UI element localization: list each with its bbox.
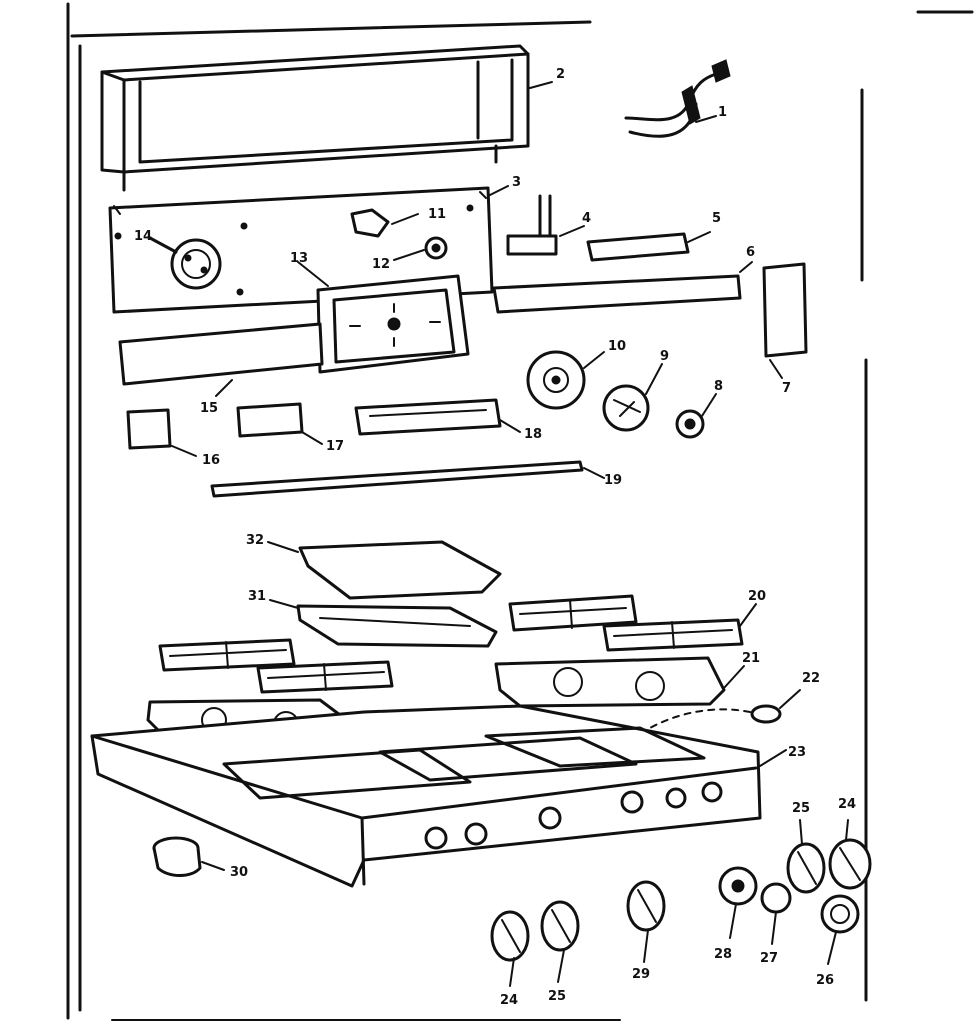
callout-15: 15 [200, 401, 218, 416]
part-8-knob [675, 393, 717, 439]
part-17-switch [236, 402, 323, 445]
callout-25-left: 25 [548, 989, 566, 1004]
part-15-bar [118, 322, 324, 397]
knob-group [490, 819, 872, 987]
callout-16: 16 [202, 453, 220, 468]
part-23-cooktop [90, 704, 787, 888]
callout-8: 8 [714, 379, 723, 394]
callout-32: 32 [246, 533, 264, 548]
callout-30: 30 [230, 865, 248, 880]
part-18-bracket [354, 398, 521, 436]
callout-11: 11 [428, 207, 446, 222]
part-1-cord [624, 59, 731, 138]
callout-26: 26 [816, 973, 834, 988]
callout-23: 23 [788, 745, 806, 760]
callout-25: 25 [792, 801, 810, 816]
callout-2: 2 [556, 67, 565, 82]
part-2-shelf [100, 44, 553, 192]
parts-valves [492, 194, 808, 379]
callout-18: 18 [524, 427, 542, 442]
callout-17: 17 [326, 439, 344, 454]
callout-27: 27 [760, 951, 778, 966]
part-16-switch [126, 408, 197, 457]
callout-13: 13 [290, 251, 308, 266]
part-31-tray [269, 599, 498, 648]
callout-12: 12 [372, 257, 390, 272]
callout-20: 20 [748, 589, 766, 604]
callout-29: 29 [632, 967, 650, 982]
callout-7: 7 [782, 381, 791, 396]
callout-5: 5 [712, 211, 721, 226]
callout-14: 14 [134, 229, 152, 244]
part-19-rod [210, 460, 605, 498]
callout-4: 4 [582, 211, 591, 226]
callouts: 1 2 3 4 5 6 7 8 9 10 11 12 13 14 15 16 1… [134, 67, 856, 1008]
part-20-grates [158, 594, 757, 694]
callout-31: 31 [248, 589, 266, 604]
part-9-timer [602, 363, 663, 432]
callout-3: 3 [512, 175, 521, 190]
callout-22: 22 [802, 671, 820, 686]
callout-1: 1 [718, 105, 727, 120]
callout-6: 6 [746, 245, 755, 260]
callout-24-left: 24 [500, 993, 518, 1008]
callout-24: 24 [838, 797, 856, 812]
callout-19: 19 [604, 473, 622, 488]
part-10-dial [526, 350, 605, 410]
part-30-cup [152, 836, 225, 877]
callout-28: 28 [714, 947, 732, 962]
callout-21: 21 [742, 651, 760, 666]
part-32-cover [267, 540, 502, 600]
callout-10: 10 [608, 339, 626, 354]
page-border [66, 2, 974, 1021]
callout-9: 9 [660, 349, 669, 364]
